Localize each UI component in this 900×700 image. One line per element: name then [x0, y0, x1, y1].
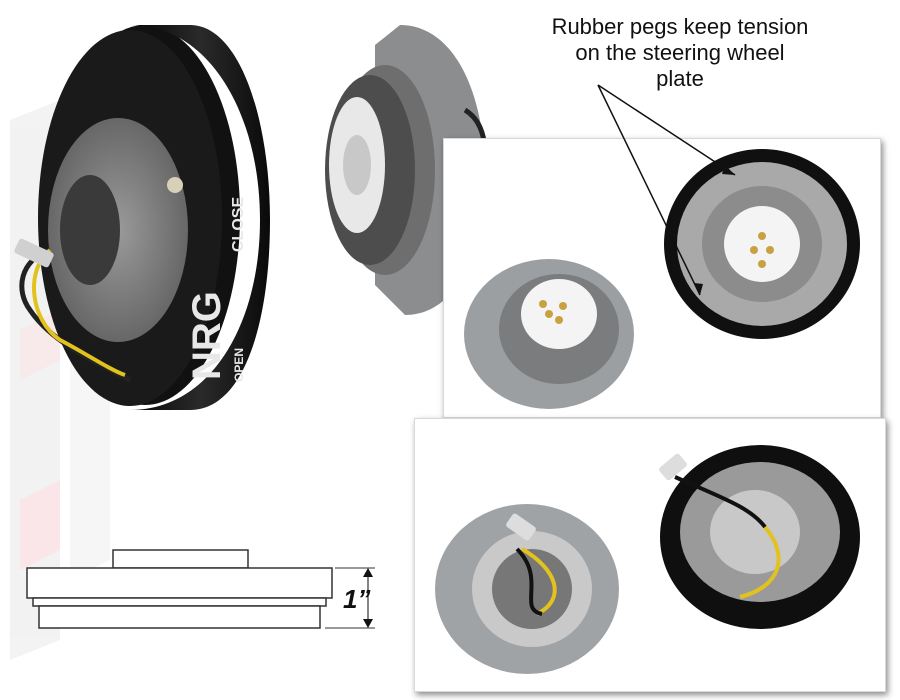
quick-release-hub-image: NRG CLOSE OPEN — [14, 25, 270, 410]
bottom-detail-panel — [414, 418, 886, 692]
callout-line-1: Rubber pegs keep tension — [551, 14, 809, 39]
callout-arrows — [597, 84, 736, 296]
height-dimension-label: 1” — [343, 584, 371, 614]
top-panel-photo — [464, 149, 860, 409]
callout-line-3: plate — [656, 66, 704, 91]
hub-profile-diagram — [26, 549, 375, 629]
top-detail-panel — [443, 138, 881, 418]
hub-close-text: CLOSE — [230, 197, 247, 252]
bottom-panel-photo — [435, 445, 860, 674]
arrow-up-icon — [363, 568, 373, 577]
hub-brand-text: NRG — [185, 291, 229, 380]
callout-text: Rubber pegs keep tension on the steering… — [500, 14, 860, 92]
arrow-down-icon — [363, 619, 373, 628]
hub-open-text: OPEN — [232, 348, 246, 382]
callout-line-2: on the steering wheel — [575, 40, 785, 65]
